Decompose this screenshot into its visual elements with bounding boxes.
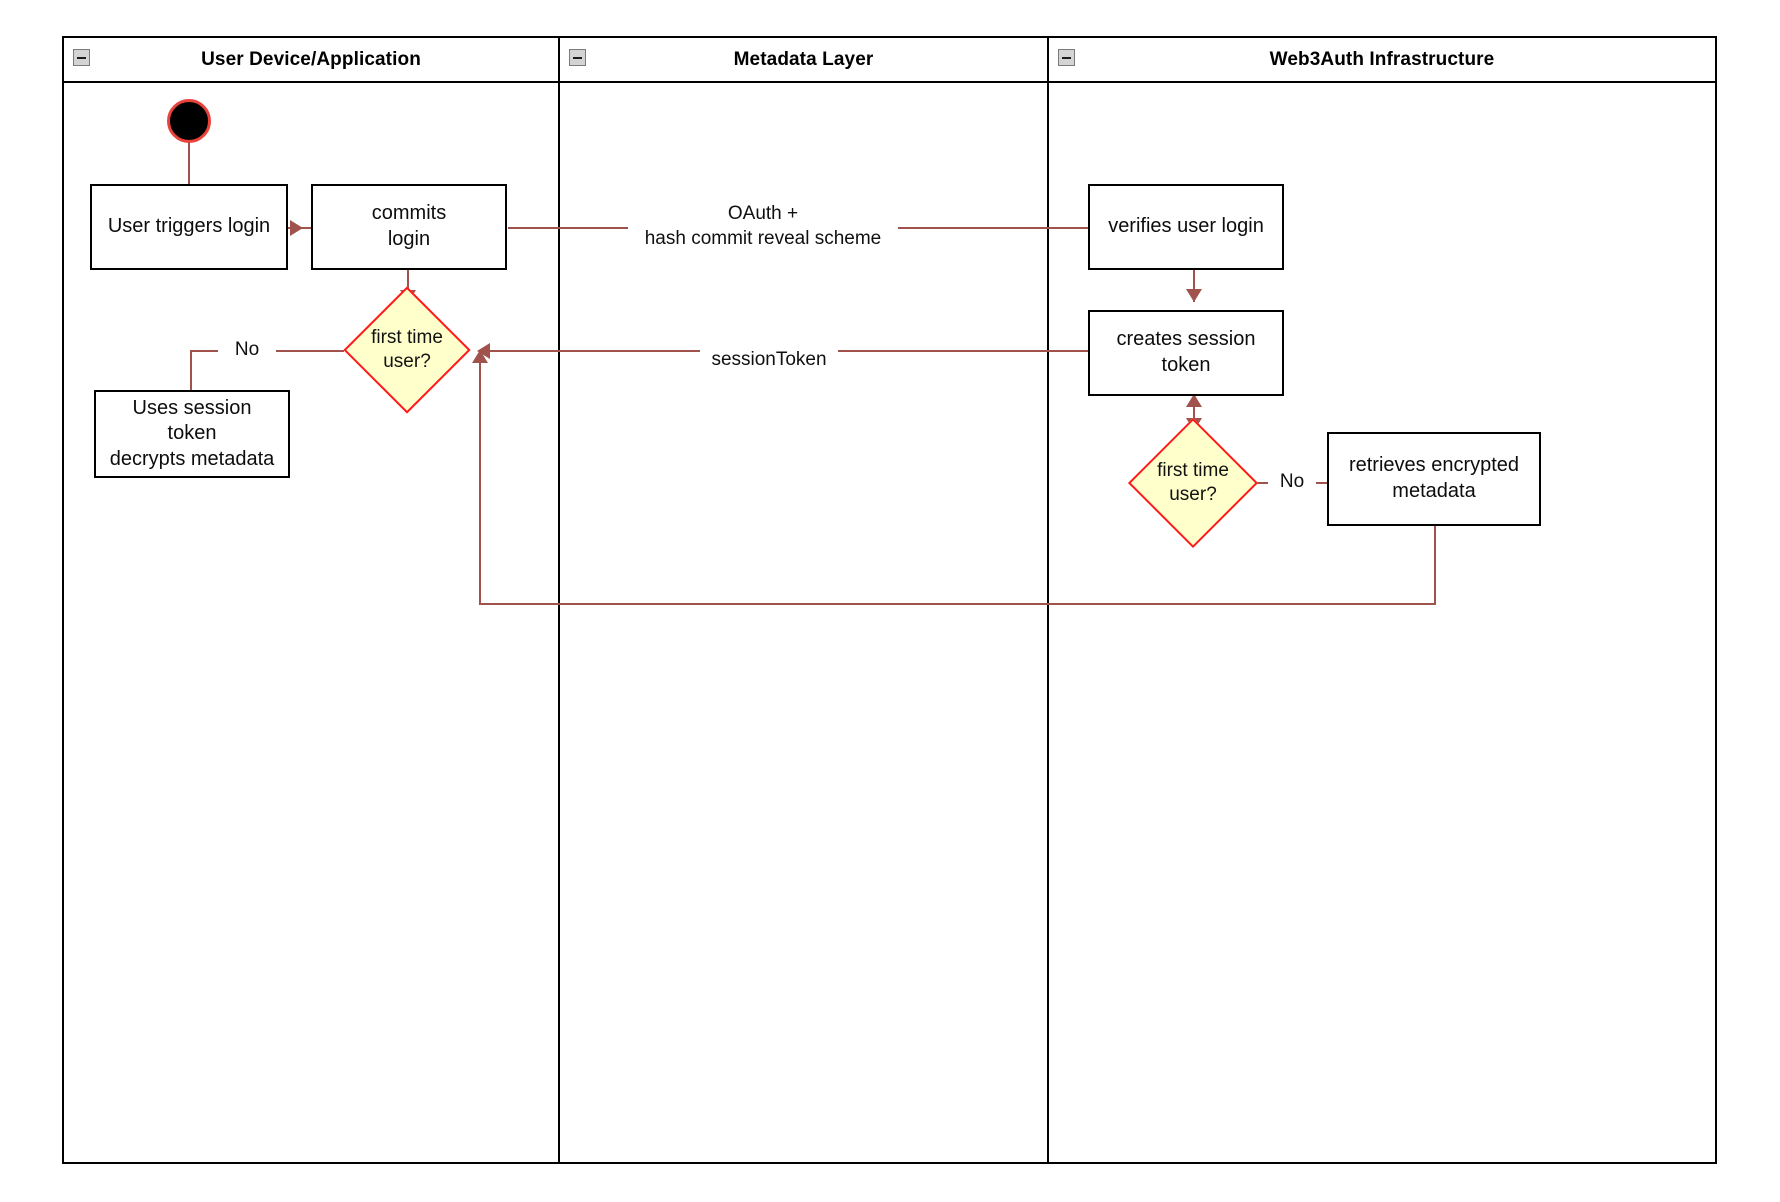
swimlane-header-metadata-layer: Metadata Layer (560, 38, 1047, 83)
edge-creates-to-decision-right (1193, 396, 1195, 432)
edge-decision-left-no-down (190, 350, 192, 390)
arrowhead-verifies-to-creates (1186, 289, 1202, 302)
swimlane-header-user-device: User Device/Application (64, 38, 558, 83)
activity-commits-login[interactable]: commits login (311, 184, 507, 270)
edge-label-no-left: No (218, 338, 276, 363)
edge-label-oauth: OAuth + hash commit reveal scheme (628, 202, 898, 252)
swimlane-title-user-device: User Device/Application (201, 48, 421, 70)
edge-verifies-to-creates (1193, 270, 1195, 302)
activity-uses-session-token[interactable]: Uses session token decrypts metadata (94, 390, 290, 478)
edge-session-token-right (827, 350, 1088, 352)
decision-label-right: first time user? (1157, 460, 1229, 505)
activity-retrieves-encrypted-metadata[interactable]: retrieves encrypted metadata (1327, 432, 1541, 526)
initial-node[interactable] (167, 99, 211, 143)
edge-commits-to-verifies-left (508, 227, 640, 229)
edge-label-no-right: No (1268, 470, 1316, 495)
edge-decision-right-no-a (1252, 482, 1272, 484)
edge-start-to-user-triggers-login (188, 140, 190, 186)
swimlane-user-device: User Device/Application (64, 38, 558, 1162)
arrowhead-user-triggers-to-commits (290, 220, 303, 236)
swimlane-title-metadata-layer: Metadata Layer (733, 48, 874, 70)
edge-retrieves-down (1434, 526, 1436, 604)
swimlane-title-web3auth: Web3Auth Infrastructure (1269, 48, 1495, 70)
edge-session-token-left (490, 350, 705, 352)
edge-decision-left-no-a (266, 350, 344, 352)
edge-decision-left-no-b (190, 350, 220, 352)
decision-first-time-user-left[interactable]: first time user? (343, 286, 471, 414)
activity-creates-session-token[interactable]: creates session token (1088, 310, 1284, 396)
minus-icon[interactable] (569, 49, 586, 66)
activity-verifies-user-login[interactable]: verifies user login (1088, 184, 1284, 270)
edge-commits-to-decision-left (407, 270, 409, 302)
edge-label-session-token: sessionToken (700, 348, 838, 373)
arrowhead-decision-to-creates-up (1186, 394, 1202, 407)
swimlane-web3auth: Web3Auth Infrastructure (1047, 38, 1715, 1162)
edge-commits-to-verifies-right (877, 227, 1088, 229)
swimlane-metadata-layer: Metadata Layer (558, 38, 1047, 1162)
decision-label-left: first time user? (371, 327, 443, 372)
arrowhead-retrieves-back-to-decision (472, 350, 488, 363)
minus-icon[interactable] (73, 49, 90, 66)
edge-retrieves-back-h (479, 603, 1436, 605)
decision-first-time-user-right[interactable]: first time user? (1120, 417, 1266, 549)
edge-retrieves-back-up (479, 362, 481, 604)
swimlane-header-web3auth: Web3Auth Infrastructure (1049, 38, 1715, 83)
activity-user-triggers-login[interactable]: User triggers login (90, 184, 288, 270)
minus-icon[interactable] (1058, 49, 1075, 66)
